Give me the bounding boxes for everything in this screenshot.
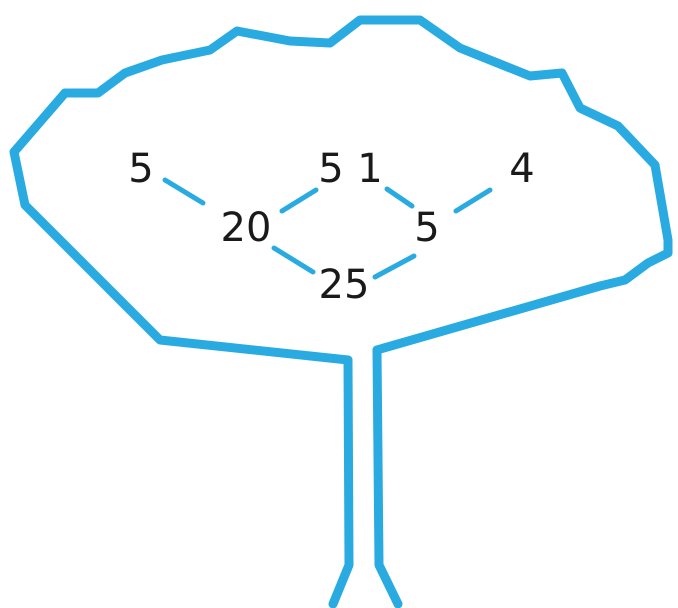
- number-25: 25: [319, 262, 370, 308]
- number-5-left: 5: [128, 146, 153, 192]
- connector-4-to-5: [453, 187, 493, 214]
- connector-5b-to-20: [279, 187, 319, 214]
- connector-20-to-25: [271, 245, 316, 275]
- tree-trunk-right: [372, 345, 403, 608]
- tree-canopy-outline: [9, 15, 673, 365]
- number-4: 4: [509, 146, 534, 192]
- number-5-right: 5: [414, 205, 439, 251]
- connector-1-to-5: [384, 186, 415, 209]
- number-5-center: 5: [318, 146, 343, 192]
- tree-trunk-left: [328, 355, 354, 608]
- number-1: 1: [357, 146, 382, 192]
- number-20: 20: [221, 205, 272, 251]
- connector-5-to-20: [162, 177, 206, 206]
- connector-5-to-25: [372, 253, 417, 280]
